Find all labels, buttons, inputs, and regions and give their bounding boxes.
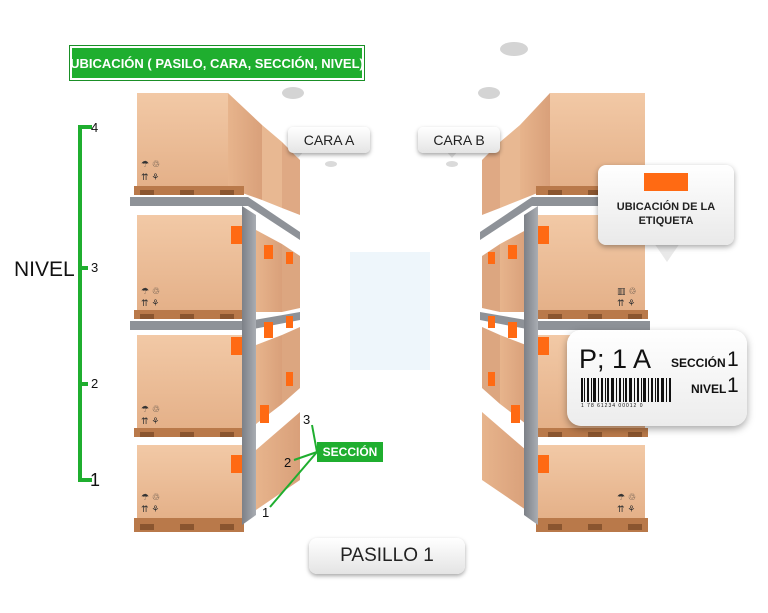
tag-marker [286, 372, 293, 386]
svg-text:⇈ ⚘: ⇈ ⚘ [617, 299, 635, 309]
box [482, 412, 526, 510]
tag-marker [231, 226, 242, 244]
tag-marker [488, 372, 495, 386]
tag-marker [538, 455, 549, 473]
tag-marker [264, 245, 273, 259]
ceiling-light [325, 161, 337, 167]
svg-text:☂ ♲: ☂ ♲ [141, 493, 160, 503]
level-tick-3: 3 [91, 260, 99, 275]
box-side [520, 93, 550, 200]
section-label: SECCIÓN [317, 442, 383, 462]
tag-marker [511, 405, 520, 423]
ceiling-light [500, 42, 528, 56]
box [137, 215, 242, 312]
box [137, 335, 242, 430]
rack-upright [242, 206, 256, 525]
svg-text:⇈ ⚘: ⇈ ⚘ [141, 505, 159, 515]
barcode-digits: 1 78 61234 00012 0 [581, 403, 644, 409]
box [500, 230, 526, 312]
svg-text:☂ ♲: ☂ ♲ [141, 160, 160, 170]
svg-text:☂ ♲: ☂ ♲ [141, 287, 160, 297]
svg-text:⇈ ⚘: ⇈ ⚘ [617, 505, 635, 515]
section-tick-2: 2 [284, 455, 292, 470]
level-tick-1: 1 [90, 470, 101, 490]
tag-marker [286, 252, 293, 264]
face-a-label: CARA A [288, 127, 370, 153]
callout-pointer [654, 243, 680, 262]
right-rack: ▥ ♲ ⇈ ⚘ ☂ ♲ ⇈ ⚘ [480, 93, 650, 532]
tag-marker [231, 455, 242, 473]
face-b-label: CARA B [418, 127, 500, 153]
tag-location-line1: UBICACIÓN DE LA [616, 201, 716, 213]
aisle-label: PASILLO 1 [309, 538, 465, 574]
tag-marker [260, 405, 269, 423]
ceiling-light [478, 87, 500, 99]
level-field-label: NIVEL [691, 382, 727, 396]
tag-marker [508, 245, 517, 259]
section-tick-1: 1 [262, 505, 270, 520]
level-axis-title: NIVEL [14, 258, 75, 281]
box [256, 230, 282, 312]
rack-beam [130, 197, 300, 240]
svg-text:☂ ♲: ☂ ♲ [141, 405, 160, 415]
box-side [228, 93, 262, 200]
rack-beam [480, 312, 650, 330]
svg-text:▥ ♲: ▥ ♲ [617, 287, 636, 297]
location-code: P; 1 A [579, 344, 652, 374]
label-card: P; 1 A SECCIÓN 1 NIVEL 1 1 78 61234 0001… [567, 330, 747, 426]
ceiling-light [282, 87, 304, 99]
ceiling-light [446, 161, 458, 167]
section-tick-3: 3 [303, 412, 311, 427]
box [282, 142, 300, 215]
aisle-end-light [350, 252, 430, 370]
box [137, 445, 242, 520]
section-field-label: SECCIÓN [671, 356, 726, 370]
tag-marker [488, 252, 495, 264]
location-banner: UBICACIÓN ( PASILO, CARA, SECCIÓN, NIVEL… [70, 46, 364, 80]
level-field-value: 1 [727, 374, 739, 397]
tag-location-callout: UBICACIÓN DE LA ETIQUETA [598, 165, 734, 245]
box [482, 244, 500, 312]
box [262, 125, 282, 208]
box [500, 335, 526, 424]
tag-location-line2: ETIQUETA [638, 215, 694, 227]
box [482, 327, 500, 404]
box [482, 142, 500, 215]
tag-marker [488, 316, 495, 328]
box [137, 93, 228, 188]
svg-text:⇈ ⚘: ⇈ ⚘ [141, 417, 159, 427]
box [550, 93, 645, 188]
box [256, 412, 300, 510]
tag-marker [538, 337, 549, 355]
svg-text:☂ ♲: ☂ ♲ [617, 493, 636, 503]
section-pointers [269, 424, 318, 508]
section-field-value: 1 [727, 348, 739, 371]
box [282, 327, 300, 404]
tag-marker [286, 316, 293, 328]
rack-upright [524, 206, 538, 525]
box [538, 445, 645, 520]
box [500, 125, 520, 208]
box [256, 335, 282, 424]
rack-beam [480, 197, 650, 240]
tag-marker [231, 337, 242, 355]
tag-swatch [644, 173, 688, 191]
left-rack: ☂ ♲ ⇈ ⚘ ☂ ♲ ⇈ ⚘ ☂ ♲ ⇈ ⚘ ☂ ♲ ⇈ ⚘ [130, 93, 300, 532]
barcode [581, 378, 671, 402]
tag-marker [538, 226, 549, 244]
level-scale [78, 125, 92, 482]
tag-marker [264, 322, 273, 338]
svg-text:⇈ ⚘: ⇈ ⚘ [141, 299, 159, 309]
svg-text:⇈ ⚘: ⇈ ⚘ [141, 173, 159, 183]
rack-beam [130, 312, 300, 330]
level-tick-4: 4 [91, 120, 99, 135]
tag-marker [508, 322, 517, 338]
level-tick-2: 2 [91, 376, 99, 391]
